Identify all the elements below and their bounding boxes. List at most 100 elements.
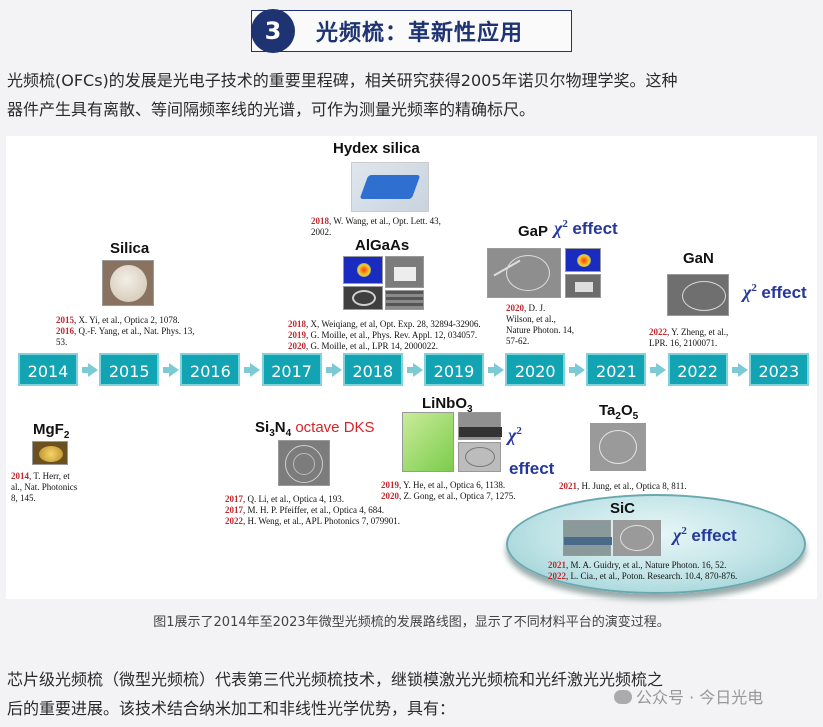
ref-line: 2015, X. Yi, et al., Optica 2, 1078.: [56, 315, 180, 325]
material-silica: Silica: [110, 240, 150, 257]
gan-chi2-effect-label: χ2 effect: [743, 282, 807, 302]
wechat-icon: [614, 690, 632, 704]
hydex-chip-image: [351, 162, 429, 212]
algaas-layer-image: [385, 290, 424, 310]
material-ta2o5: Ta2O5: [599, 402, 639, 422]
timeline-arrow-tail: [731, 367, 738, 373]
ref-line: 2016, Q.-F. Yang, et al., Nat. Phys. 13,: [56, 326, 195, 336]
section-header-frame: [251, 10, 572, 52]
material-gan: GaN: [683, 250, 714, 267]
year-box-2015: 2015: [99, 353, 160, 386]
ref-line: 2020, D. J.: [506, 303, 546, 313]
sic-chi2-effect-label: χ2 effect: [673, 525, 737, 545]
ref-line: 2019, Y. He, et al., Optica 6, 1138.: [381, 480, 506, 490]
year-box-2018: 2018: [342, 353, 403, 386]
timeline-arrow-icon: [331, 363, 342, 377]
mgf2-resonator-image: [32, 441, 68, 465]
refs-gap: 2020, D. J.Wilson, et al.,Nature Photon.…: [506, 303, 574, 347]
timeline-arrow-icon: [250, 363, 261, 377]
timeline-arrow-icon: [412, 363, 423, 377]
linbo3-chip-image: [402, 412, 454, 472]
timeline-arrow-tail: [163, 367, 170, 373]
ref-line: 2021, H. Jung, et al., Optica 8, 811.: [559, 481, 687, 491]
timeline-arrow-tail: [650, 367, 657, 373]
refs-sic: 2021, M. A. Guidry, et al., Nature Photo…: [548, 560, 737, 582]
material-gap: GaP: [518, 223, 549, 240]
year-box-2021: 2021: [586, 353, 647, 386]
ref-line: 2014, T. Herr, et: [11, 471, 70, 481]
ref-line: 2018, X, Weiqiang, et al, Opt. Exp. 28, …: [288, 319, 481, 329]
ref-line: 2019, G. Moille, et al., Phys. Rev. Appl…: [288, 330, 478, 340]
refs-silica: 2015, X. Yi, et al., Optica 2, 1078.2016…: [56, 315, 195, 348]
ref-line: 2022, H. Weng, et al., APL Photonics 7, …: [225, 516, 401, 526]
linbo3-chi2-label: χ2: [508, 425, 522, 445]
timeline-arrow-icon: [88, 363, 98, 377]
ref-line: 2017, M. H. P. Pfeiffer, et al., Optica …: [225, 505, 384, 515]
ref-line: Nature Photon. 14,: [506, 325, 574, 335]
gan-ring-image: [667, 274, 729, 316]
timeline-arrow-icon: [575, 363, 586, 377]
timeline-arrow-tail: [244, 367, 251, 373]
refs-linbo3: 2019, Y. He, et al., Optica 6, 1138.2020…: [381, 480, 515, 502]
year-box-2014: 2014: [18, 353, 78, 386]
year-box-2023: 2023: [748, 353, 809, 386]
timeline-arrow-tail: [82, 367, 88, 373]
timeline-arrow-tail: [325, 367, 332, 373]
ta2o5-ring-image: [590, 423, 646, 471]
ref-line: 2002.: [311, 227, 332, 237]
material-hydex-silica: Hydex silica: [333, 140, 420, 157]
outro-paragraph-line-2: 后的重要进展。该技术结合纳米加工和非线性光学优势，具有：: [7, 699, 456, 718]
algaas-ring-image: [343, 286, 383, 310]
figure-caption: 图1展示了2014年至2023年微型光频梳的发展路线图，显示了不同材料平台的演变…: [153, 615, 670, 630]
sic-waveguide-image: [563, 520, 612, 556]
refs-algaas: 2018, X, Weiqiang, et al, Opt. Exp. 28, …: [288, 319, 481, 352]
timeline-arrow-icon: [169, 363, 180, 377]
gap-ring-image: [487, 248, 561, 298]
timeline-arrow-icon: [494, 363, 504, 377]
ref-line: 2020, Z. Gong, et al., Optica 7, 1275.: [381, 491, 516, 501]
ref-line: 57-62.: [506, 336, 530, 346]
linbo3-ring-image: [458, 442, 501, 472]
ref-line: 53.: [56, 337, 68, 347]
ref-line: al., Nat. Photonics: [11, 482, 78, 492]
gap-mode-image: [565, 248, 601, 272]
timeline-arrow-icon: [656, 363, 667, 377]
year-box-2016: 2016: [180, 353, 241, 386]
material-linbo3: LiNbO3: [422, 395, 473, 415]
timeline-arrow-tail: [569, 367, 576, 373]
refs-si3n4: 2017, Q. Li, et al., Optica 4, 193.2017,…: [225, 494, 400, 527]
section-title: 光频梳：革新性应用: [316, 21, 524, 46]
algaas-waveguide-image: [385, 256, 424, 288]
refs-ta2o5: 2021, H. Jung, et al., Optica 8, 811.: [559, 481, 687, 492]
ref-line: 2017, Q. Li, et al., Optica 4, 193.: [225, 494, 344, 504]
wechat-watermark: 公众号 · 今日光电: [614, 684, 763, 708]
ref-line: 2020, G. Moille, et al., LPR 14, 2000022…: [288, 341, 438, 351]
si3n4-ring-image: [278, 440, 330, 486]
sic-ring-image: [613, 520, 661, 556]
year-box-2022: 2022: [667, 353, 728, 386]
gap-chi2-effect-label: χ2 effect: [554, 218, 618, 238]
outro-paragraph-line-1: 芯片级光频梳（微型光频梳）代表第三代光频梳技术，继锁模激光光频梳和光纤激光光频梳…: [7, 670, 664, 689]
ref-line: 2022, L. Cia., et al., Poton. Research. …: [548, 571, 738, 581]
gap-waveguide-image: [565, 274, 601, 298]
ref-line: 8, 145.: [11, 493, 36, 503]
year-box-2017: 2017: [261, 353, 322, 386]
ref-line: 2022, Y. Zheng, et al.,: [649, 327, 729, 337]
ref-line: 2018, W. Wang, et al., Opt. Lett. 43,: [311, 216, 441, 226]
timeline-arrow-tail: [406, 367, 413, 373]
intro-paragraph-line-1: 光频梳(OFCs)的发展是光电子技术的重要里程碑，相关研究获得2005年诺贝尔物…: [7, 71, 678, 90]
material-si3n4: Si3N4 octave DKS: [255, 419, 375, 439]
refs-hydex: 2018, W. Wang, et al., Opt. Lett. 43,200…: [311, 216, 441, 238]
linbo3-effect-label: effect: [509, 459, 555, 478]
algaas-mode-image: [343, 256, 383, 284]
silica-disk-image: [102, 260, 154, 306]
section-number-badge: 3: [251, 9, 295, 53]
material-algaas: AlGaAs: [355, 237, 410, 254]
timeline-arrow-tail: [488, 367, 494, 373]
linbo3-waveguide-image: [458, 412, 502, 440]
material-sic: SiC: [610, 500, 636, 517]
intro-paragraph-line-2: 器件产生具有离散、等间隔频率线的光谱，可作为测量光频率的精确标尺。: [7, 100, 536, 119]
ref-line: 2021, M. A. Guidry, et al., Nature Photo…: [548, 560, 727, 570]
